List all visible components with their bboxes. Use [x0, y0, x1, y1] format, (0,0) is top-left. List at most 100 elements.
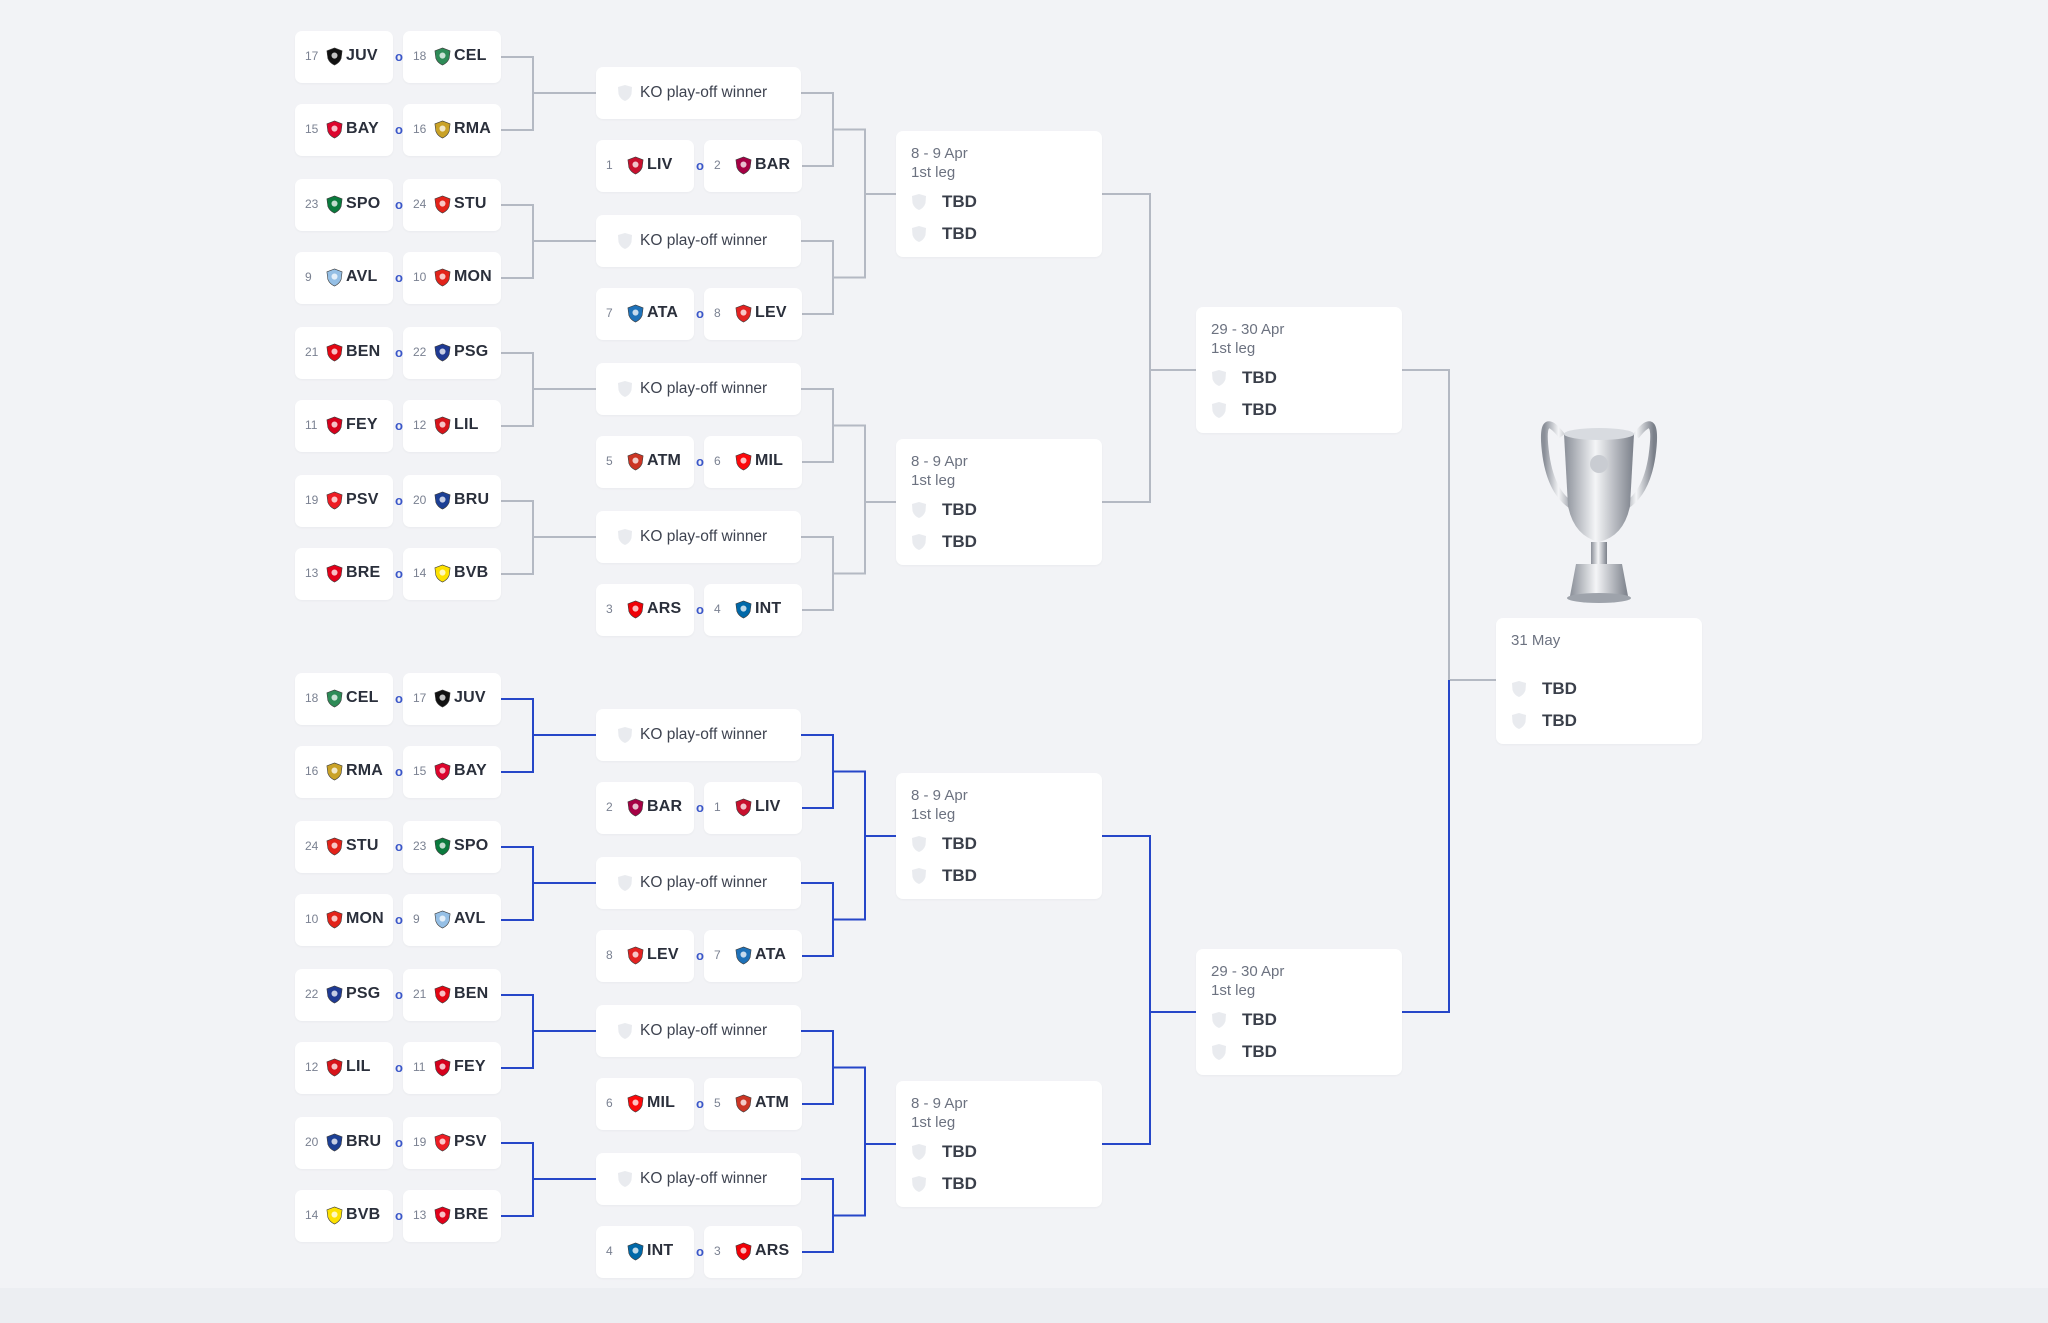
ko-playoff-winner-card[interactable]: KO play-off winner — [596, 1153, 801, 1205]
feyenoord-icon — [434, 1058, 451, 1077]
team-code: JUV — [454, 689, 486, 706]
match-date: 8 - 9 Apr — [911, 787, 968, 804]
team-code: BVB — [454, 564, 489, 581]
team-seed: 6 — [606, 1096, 613, 1110]
ko-playoff-winner-card[interactable]: KO play-off winner — [596, 67, 801, 119]
ko-playoff-winner-card[interactable]: KO play-off winner — [596, 709, 801, 761]
ko-playoff-winner-card[interactable]: KO play-off winner — [596, 215, 801, 267]
team-seed: 16 — [413, 122, 427, 136]
team-tbd: TBD — [1542, 711, 1577, 730]
ko-playoff-winner-card[interactable]: KO play-off winner — [596, 1005, 801, 1057]
sporting-icon — [434, 837, 451, 856]
ko-playoff-winner-card[interactable]: KO play-off winner — [596, 363, 801, 415]
ko-playoff-winner-card[interactable]: KO play-off winner — [596, 511, 801, 563]
team-code: BAR — [647, 798, 683, 815]
team-seed: 13 — [305, 566, 319, 580]
team-code: INT — [647, 1242, 674, 1259]
psv-icon — [434, 1133, 451, 1152]
atalanta-icon — [627, 304, 644, 323]
team-seed: 9 — [413, 912, 420, 926]
psv-icon — [326, 491, 343, 510]
team-code: BAY — [346, 120, 379, 137]
team-code: RMA — [346, 762, 384, 779]
ro16-connector — [801, 734, 834, 809]
team-code: BVB — [346, 1206, 381, 1223]
team-tbd: TBD — [942, 1174, 977, 1193]
ko-playoff-winner-card[interactable]: KO play-off winner — [596, 857, 801, 909]
team-seed: 7 — [714, 948, 721, 962]
team-tbd: TBD — [1242, 400, 1277, 419]
team-seed: 20 — [413, 493, 427, 507]
r16-connector — [501, 698, 534, 773]
team-code: BRU — [346, 1133, 382, 1150]
brugge-icon — [434, 491, 451, 510]
sf-connector — [1102, 193, 1151, 503]
team-tbd: TBD — [1542, 679, 1577, 698]
placeholder-crest-icon — [618, 1171, 632, 1187]
team-seed: 21 — [305, 345, 319, 359]
team-code: ATM — [647, 452, 682, 469]
team-code: BAY — [454, 762, 487, 779]
team-seed: 12 — [305, 1060, 319, 1074]
team-tbd: TBD — [942, 834, 977, 853]
team-seed: 10 — [413, 270, 427, 284]
r16-connector — [501, 500, 534, 575]
